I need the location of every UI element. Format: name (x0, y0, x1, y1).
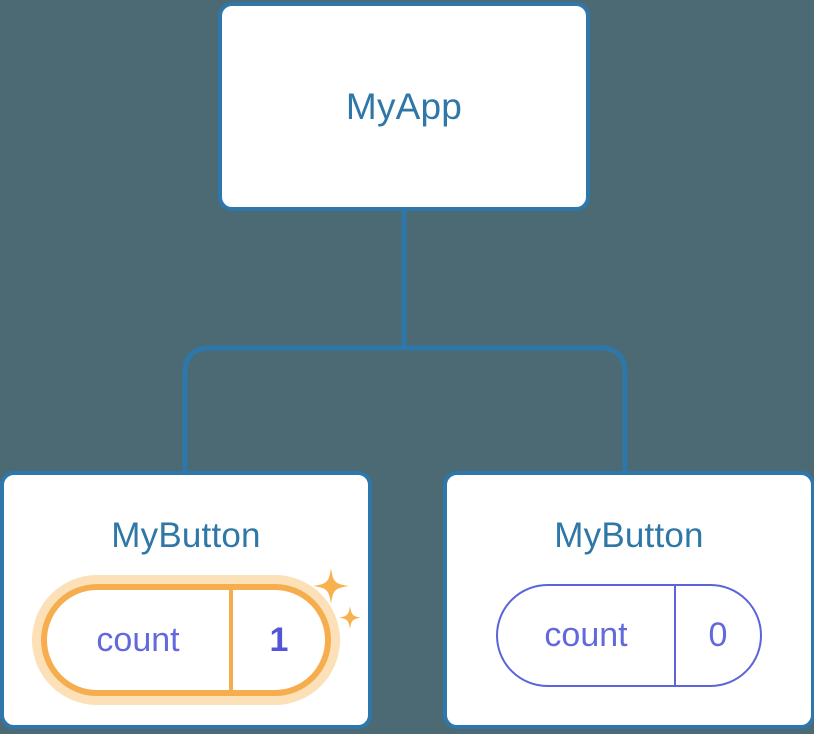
prop-value-left: 1 (229, 590, 325, 690)
prop-key-right: count (544, 616, 628, 654)
prop-pill-wrap-right: count 0 (447, 584, 811, 687)
prop-key-left: count (96, 620, 180, 659)
node-title-mybutton-right: MyButton (554, 516, 704, 555)
sparkle-small-icon (339, 606, 361, 629)
node-card-mybutton-right[interactable]: MyButton count 0 (443, 471, 814, 729)
node-card-myapp[interactable]: MyApp (218, 2, 590, 211)
connector-child-bus (182, 345, 628, 471)
prop-pill-plain[interactable]: count 0 (496, 584, 762, 687)
prop-value-right: 0 (674, 586, 760, 685)
prop-pill-wrap-left: count 1 (4, 568, 368, 696)
node-card-mybutton-left[interactable]: MyButton count 1 (0, 471, 372, 729)
node-title-mybutton-left: MyButton (111, 516, 261, 555)
prop-pill-highlighted[interactable]: count 1 (41, 568, 361, 696)
node-title-myapp: MyApp (345, 85, 463, 127)
